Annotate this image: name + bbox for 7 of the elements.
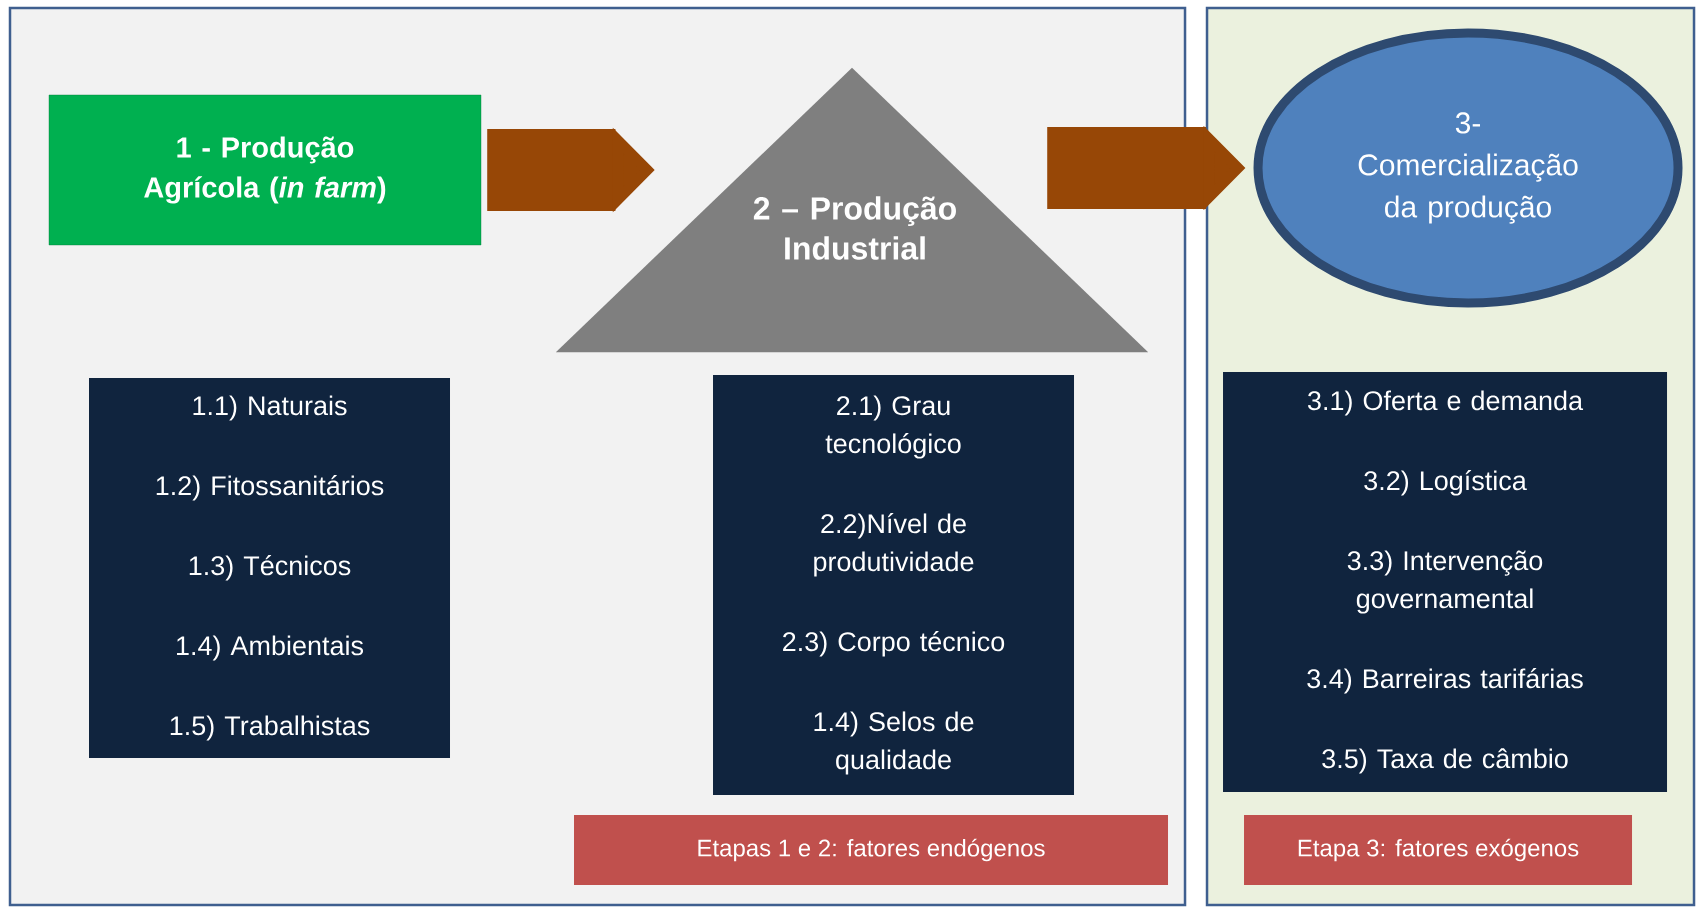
factor-list-box: 3.1) Oferta e demanda 3.2) Logística 3.3) Intervenção governamental 3.4) Barreiras tarifárias 3.5) Taxa de câmbio <box>1223 372 1667 792</box>
note-box: Etapas 1 e 2: fatores endógenos <box>574 815 1168 885</box>
factor-list-box: 2.1) Grau tecnológico 2.2)Nível de produtividade 2.3) Corpo técnico 1.4) Selos de qualidade <box>713 375 1074 795</box>
stage-triangle: 2 – Produção Industrial <box>555 67 1149 353</box>
note-box: Etapa 3: fatores exógenos <box>1244 815 1633 885</box>
factor-list-box: 1.1) Naturais 1.2) Fitossanitários 1.3) Técnicos 1.4) Ambientais 1.5) Trabalhistas <box>89 378 450 758</box>
stage-box: 1 - Produção Agrícola (in farm) <box>48 94 482 246</box>
